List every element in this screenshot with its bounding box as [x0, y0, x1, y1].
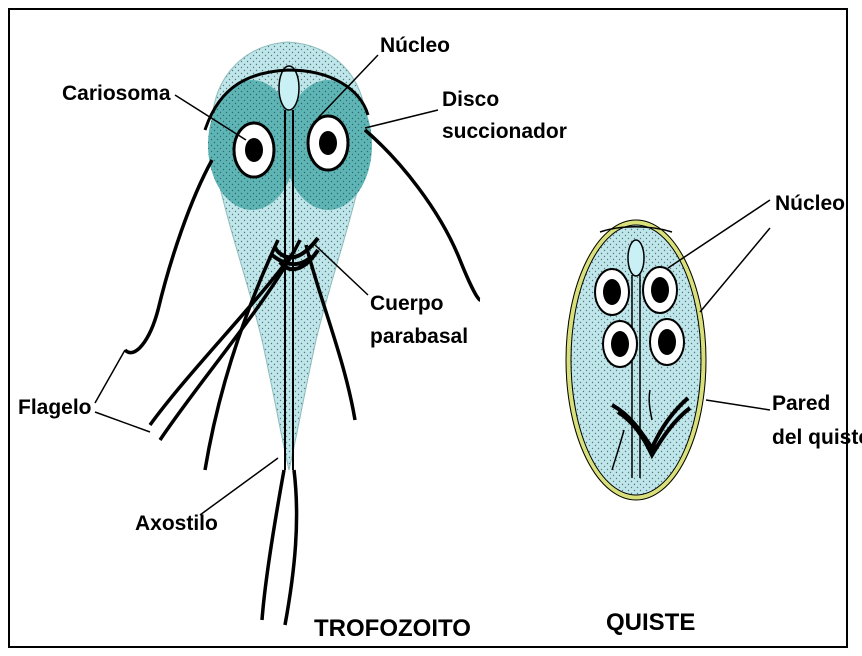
label-nucleo-quiste: Núcleo — [775, 192, 845, 215]
label-disco-line2: succionador — [442, 120, 567, 143]
label-cariosoma: Cariosoma — [62, 82, 171, 105]
title-trofozoito: TROFOZOITO — [314, 615, 471, 642]
central-nucleus — [279, 66, 299, 110]
cyst-central-nucleus — [628, 240, 644, 276]
cyst: Núcleo Pared del quiste QUISTE — [566, 192, 862, 636]
label-disco-line1: Disco — [442, 88, 499, 111]
karyosome-left — [245, 138, 263, 162]
label-nucleo-trofozoito: Núcleo — [380, 34, 450, 57]
label-pared-line1: Pared — [772, 392, 830, 415]
trophozoite: Núcleo Cariosoma Disco succionador Cuerp… — [18, 34, 567, 642]
karyosome-right — [319, 131, 337, 155]
title-quiste: QUISTE — [606, 609, 695, 636]
label-cuerpo-line2: parabasal — [370, 325, 468, 348]
label-cuerpo-line1: Cuerpo — [370, 292, 444, 315]
label-axostilo: Axostilo — [135, 512, 218, 535]
label-flagelo: Flagelo — [18, 396, 92, 419]
label-pared-line2: del quiste — [772, 426, 862, 449]
